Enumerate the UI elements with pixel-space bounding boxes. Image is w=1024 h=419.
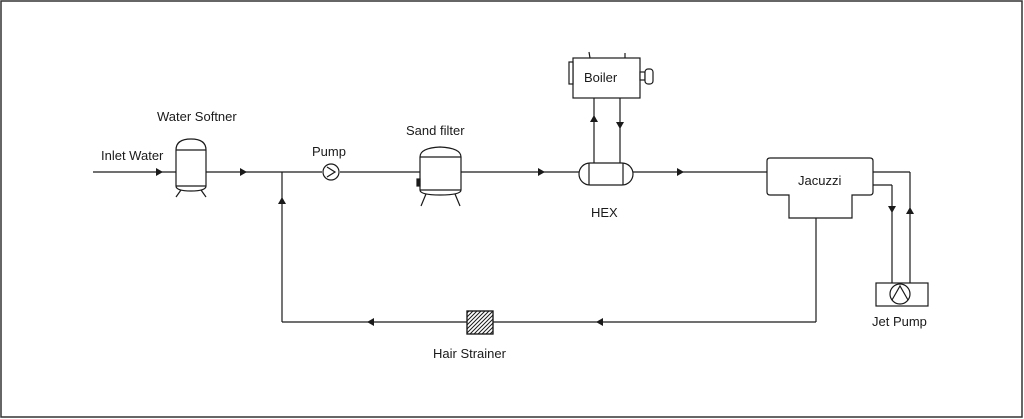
jacuzzi-label: Jacuzzi xyxy=(798,173,842,188)
inlet-water-label: Inlet Water xyxy=(101,148,164,163)
sand-filter-vessel xyxy=(416,146,462,207)
boiler-label: Boiler xyxy=(584,70,618,85)
arrow-up-jet xyxy=(906,207,914,214)
arrow-right-3 xyxy=(538,168,545,176)
arrow-up-boiler xyxy=(590,115,598,122)
jet-pump-unit xyxy=(875,282,929,307)
arrow-down-boiler xyxy=(616,122,624,129)
sand-filter-label: Sand filter xyxy=(406,123,465,138)
boiler-unit xyxy=(568,51,654,99)
water-softner-vessel xyxy=(175,138,207,198)
jet-pump-pipes xyxy=(873,171,911,285)
arrow-down-jet xyxy=(888,206,896,213)
hair-strainer-box xyxy=(466,310,494,335)
boiler-pipes xyxy=(593,98,621,163)
hex-vessel xyxy=(578,162,634,186)
hex-label: HEX xyxy=(591,205,618,220)
arrow-right-4 xyxy=(677,168,684,176)
arrow-up-return xyxy=(278,197,286,204)
flow-arrows xyxy=(156,115,914,326)
arrow-left-1 xyxy=(596,318,603,326)
arrow-right-1 xyxy=(156,168,163,176)
jacuzzi-tub xyxy=(766,157,874,219)
arrow-left-2 xyxy=(367,318,374,326)
water-softner-label: Water Softner xyxy=(157,109,237,124)
pump-symbol xyxy=(322,163,340,181)
hair-strainer-label: Hair Strainer xyxy=(433,346,506,361)
return-pipe xyxy=(281,172,817,323)
jet-pump-label: Jet Pump xyxy=(872,314,927,329)
pump-label: Pump xyxy=(312,144,346,159)
arrow-right-2 xyxy=(240,168,247,176)
